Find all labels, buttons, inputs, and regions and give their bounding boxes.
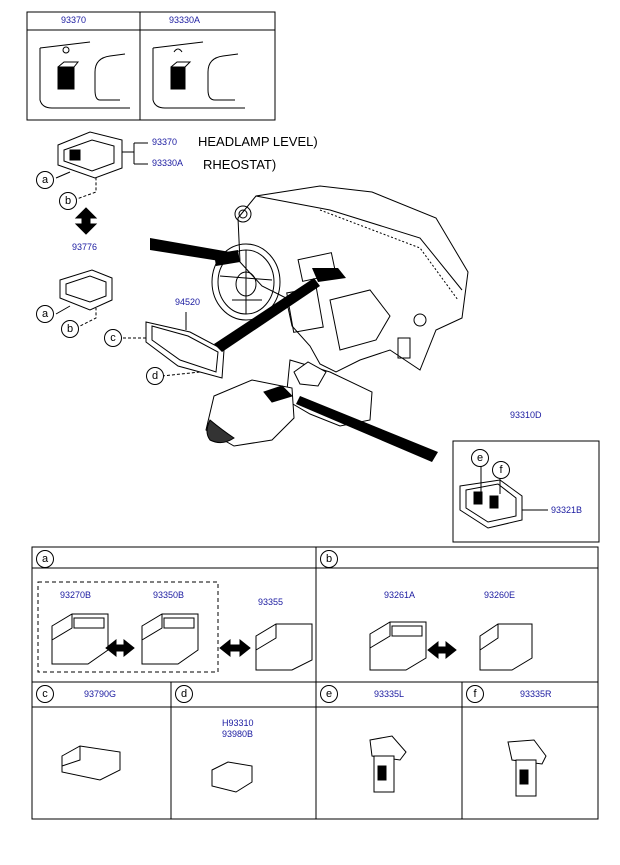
callout-93330A: 93330A bbox=[152, 158, 184, 168]
letter-a-marker-2: a bbox=[36, 305, 54, 323]
letter-b-marker-1: b bbox=[59, 192, 77, 210]
letter-b-marker-2: b bbox=[61, 320, 79, 338]
switch-93260E bbox=[479, 623, 533, 671]
ref-box-part-93330A: 93330A bbox=[169, 15, 201, 25]
switch-93355 bbox=[255, 623, 313, 671]
table-b-part-93260E: 93260E bbox=[484, 590, 516, 600]
letter-a-marker-1: a bbox=[36, 171, 54, 189]
table-a-part-93350B: 93350B bbox=[153, 590, 185, 600]
leader-wedge-upper bbox=[150, 238, 230, 262]
console-switch-frame bbox=[452, 440, 600, 543]
table-letter-a: a bbox=[36, 550, 54, 568]
callout-93370: 93370 bbox=[152, 137, 178, 147]
letter-f-marker: f bbox=[492, 461, 510, 479]
parts-table-frame bbox=[31, 546, 599, 820]
leader-wedge-lower bbox=[296, 396, 438, 462]
table-letter-c: c bbox=[36, 685, 54, 703]
callout-93321B: 93321B bbox=[551, 505, 583, 515]
switch-93270B bbox=[51, 613, 109, 665]
callout-93776: 93776 bbox=[72, 242, 98, 252]
table-d-part-93980B: 93980B bbox=[222, 729, 254, 739]
ref-box-part-93370: 93370 bbox=[61, 15, 87, 25]
letter-e-marker: e bbox=[471, 449, 489, 467]
letter-c-marker: c bbox=[104, 329, 122, 347]
table-a-part-93355: 93355 bbox=[258, 597, 284, 607]
table-letter-b: b bbox=[320, 550, 338, 568]
rheostat-label: RHEOSTAT) bbox=[203, 157, 277, 172]
switch-93350B bbox=[141, 613, 199, 665]
switch-93261A bbox=[369, 621, 427, 671]
table-a-part-93270B: 93270B bbox=[60, 590, 92, 600]
table-f-part-93335R: 93335R bbox=[520, 689, 552, 699]
headlamp-level-label: HEADLAMP LEVEL) bbox=[198, 134, 318, 149]
table-letter-d: d bbox=[175, 685, 193, 703]
table-d-part-H93310: H93310 bbox=[222, 718, 254, 728]
table-e-part-93335L: 93335L bbox=[374, 689, 405, 699]
leader-wedge-middle bbox=[214, 278, 320, 352]
table-c-part-93790G: 93790G bbox=[84, 689, 117, 699]
letter-d-marker: d bbox=[146, 367, 164, 385]
callout-94520: 94520 bbox=[175, 297, 201, 307]
top-reference-frame bbox=[26, 11, 276, 121]
table-letter-e: e bbox=[320, 685, 338, 703]
table-b-part-93261A: 93261A bbox=[384, 590, 416, 600]
callout-93310D: 93310D bbox=[510, 410, 542, 420]
table-letter-f: f bbox=[466, 685, 484, 703]
